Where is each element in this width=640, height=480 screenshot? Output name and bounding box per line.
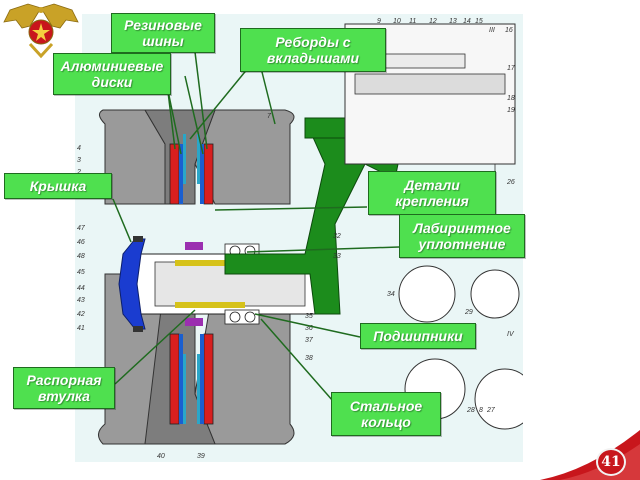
figure-number-36: 36 bbox=[305, 325, 313, 332]
figure-number-46: 46 bbox=[77, 239, 85, 246]
figure-number-47: 47 bbox=[77, 225, 86, 232]
figure-number-11: 11 bbox=[409, 18, 416, 25]
callout-flanges: Реборды с вкладышами bbox=[240, 28, 386, 72]
leader-spacer bbox=[114, 309, 196, 385]
figure-number-10: 10 bbox=[393, 18, 401, 25]
figure-number-28: 28 bbox=[466, 407, 475, 414]
road-wheel-right-upper bbox=[194, 109, 295, 205]
leader-tires-2 bbox=[194, 51, 208, 150]
figure-number-45: 45 bbox=[77, 269, 85, 276]
aluminum-disk-left-upper bbox=[179, 144, 183, 204]
aluminum-disk-right-upper bbox=[200, 144, 204, 204]
figure-number-43: 43 bbox=[77, 297, 85, 304]
cover-bolt-1 bbox=[133, 236, 143, 242]
figure-number-12: 12 bbox=[429, 18, 437, 25]
rubber-tire-right-lower bbox=[203, 333, 214, 425]
figure-number-35: 35 bbox=[305, 313, 313, 320]
figure-number-34: 34 bbox=[387, 291, 395, 298]
figure-number-2: 2 bbox=[76, 169, 81, 176]
hub-cover bbox=[118, 238, 146, 330]
rubber-tire-left-upper bbox=[169, 143, 180, 205]
flange-left-lower bbox=[183, 354, 186, 424]
leader-bearings bbox=[254, 313, 361, 338]
figure-number-7: 7 bbox=[267, 113, 272, 120]
figure-number-3: 3 bbox=[77, 157, 81, 164]
figure-number-19: 19 bbox=[507, 107, 515, 114]
callout-spacer-sleeve: Распорная втулка bbox=[13, 367, 115, 409]
figure-number-42: 42 bbox=[77, 311, 85, 318]
rubber-tire-left-lower bbox=[169, 333, 180, 425]
figure-number-38: 38 bbox=[305, 355, 313, 362]
road-wheel-cross-section-diagram: 9 10 11 12 13 14 15 III 16 17 18 19 26 4… bbox=[76, 18, 523, 460]
figure-number-41: 41 bbox=[77, 325, 85, 332]
callout-rubber-tires: Резиновые шины bbox=[111, 13, 215, 53]
leader-flanges bbox=[189, 61, 254, 140]
figure-number-33: 33 bbox=[333, 253, 341, 260]
spacer-sleeve-insert-lower bbox=[185, 318, 203, 326]
callout-steel-ring: Стальное кольцо bbox=[331, 392, 441, 436]
figure-number-8: 8 bbox=[479, 407, 483, 414]
figure-number-27: 27 bbox=[486, 407, 496, 414]
flange-right-upper bbox=[197, 134, 200, 184]
callout-bearings: Подшипники bbox=[360, 323, 476, 349]
figure-number-37: 37 bbox=[305, 337, 314, 344]
bearing-ball-3 bbox=[229, 311, 241, 323]
callout-cover: Крышка bbox=[4, 173, 112, 199]
spacer-sleeve-insert bbox=[185, 242, 203, 250]
figure-number-iv: IV bbox=[507, 331, 515, 338]
callout-fasteners: Детали крепления bbox=[368, 171, 496, 215]
callout-aluminum-disks: Алюминиевые диски bbox=[53, 53, 171, 95]
bearing-ball-4 bbox=[244, 311, 256, 323]
military-emblem-icon bbox=[0, 0, 82, 62]
flange-left-upper bbox=[183, 134, 186, 184]
figure-number-39: 39 bbox=[197, 453, 205, 460]
leader-disks-2 bbox=[184, 75, 204, 155]
yellow-spacer-lower bbox=[175, 302, 245, 308]
rubber-tire-right-upper bbox=[203, 143, 214, 205]
detail-view-seal bbox=[398, 265, 456, 323]
leader-seal bbox=[246, 246, 400, 253]
page-number-badge: 41 bbox=[596, 448, 626, 476]
road-wheel-right-lower bbox=[194, 275, 295, 445]
figure-number-48: 48 bbox=[77, 253, 85, 260]
figure-number-26: 26 bbox=[506, 179, 515, 186]
figure-number-15: 15 bbox=[475, 18, 483, 25]
leader-flanges-2 bbox=[259, 63, 276, 125]
figure-number-4: 4 bbox=[77, 145, 81, 152]
figure-number-18: 18 bbox=[507, 95, 515, 102]
detail-view-iv bbox=[474, 368, 523, 430]
yellow-spacer bbox=[175, 260, 245, 266]
figure-number-iii: III bbox=[489, 27, 495, 34]
leader-fasteners bbox=[214, 206, 368, 211]
cover-bolt-2 bbox=[133, 326, 143, 332]
callout-labyrinth-seal: Лабиринтное уплотнение bbox=[399, 214, 525, 258]
bearing-lower bbox=[224, 309, 260, 325]
figure-number-29: 29 bbox=[464, 309, 473, 316]
aluminum-disk-right-lower bbox=[200, 334, 204, 424]
flange-right-lower bbox=[197, 354, 200, 424]
figure-number-17: 17 bbox=[507, 65, 516, 72]
figure-number-13: 13 bbox=[449, 18, 457, 25]
leader-cover bbox=[112, 198, 132, 243]
torsion-bar bbox=[354, 73, 506, 95]
figure-number-14: 14 bbox=[463, 18, 471, 25]
leader-steel-ring bbox=[260, 318, 341, 410]
figure-number-32: 32 bbox=[333, 233, 341, 240]
aluminum-disk-left-lower bbox=[179, 334, 183, 424]
figure-number-16: 16 bbox=[505, 27, 513, 34]
figure-number-40: 40 bbox=[157, 453, 165, 460]
detail-view-seal-2 bbox=[470, 269, 520, 319]
figure-number-9: 9 bbox=[377, 18, 381, 25]
figure-number-44: 44 bbox=[77, 285, 85, 292]
